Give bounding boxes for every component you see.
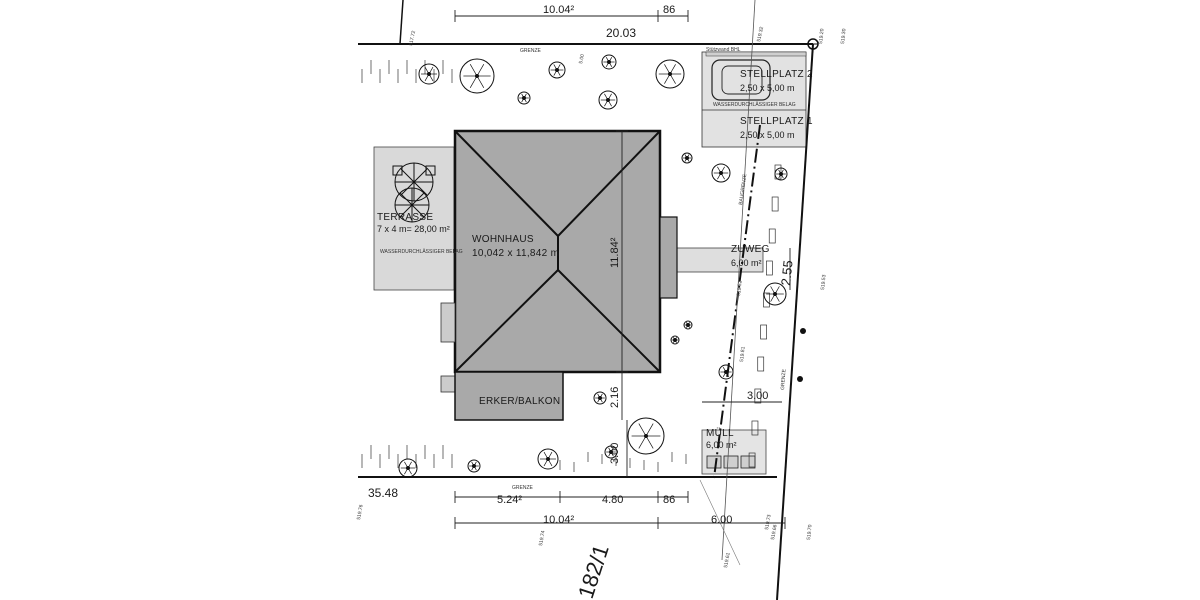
- survey-point: 519.61: [723, 552, 732, 568]
- tree-symbol: [670, 335, 680, 345]
- tree-symbol: [398, 458, 418, 478]
- survey-point: 519.66: [770, 524, 779, 540]
- shrub-bed: [763, 292, 770, 308]
- tree-symbol: [459, 58, 495, 94]
- terrace-surface: WASSERDURCHLÄSSIGER BELAG: [380, 248, 463, 255]
- shrub-bed: [757, 356, 765, 372]
- house-size: 10,042 x 11,842 m: [472, 248, 559, 259]
- boundary-label-top: GRENZE: [520, 48, 542, 54]
- dim-bottom-b: 4.80: [602, 494, 623, 506]
- survey-point: 519.70: [806, 524, 814, 540]
- dim-right-255: 2.55: [778, 260, 796, 287]
- shrub-bed: [768, 228, 776, 244]
- parking-2-size: 2,50 x 5,00 m: [740, 83, 795, 93]
- survey-point: 519.32: [756, 26, 765, 42]
- tree-symbol: [593, 391, 607, 405]
- survey-point: 519.30: [840, 28, 848, 44]
- erker-label: ERKER/BALKON: [479, 396, 560, 407]
- tree-symbol: [418, 63, 440, 85]
- dimension-lines: [454, 10, 791, 529]
- dim-bottom-e: 6.00: [711, 514, 732, 526]
- dim-bottom-a: 5.24²: [497, 494, 522, 506]
- tree-symbol: [601, 54, 617, 70]
- erker-balcony: [454, 371, 564, 421]
- shrub-bed: [751, 420, 759, 436]
- shrub-bed: [766, 260, 773, 276]
- access-path: [676, 247, 764, 273]
- tree-symbol: [774, 167, 788, 181]
- tree-symbol: [467, 459, 481, 473]
- dim-vert-216: 2.16: [609, 387, 621, 408]
- tree-symbol: [604, 445, 618, 459]
- hedge-texture: [361, 60, 782, 472]
- waste-size: 6,00 m²: [706, 440, 737, 450]
- tree-symbol: [655, 59, 685, 89]
- survey-point: 517.72: [408, 30, 417, 46]
- trees: [398, 54, 788, 478]
- dim-bottom-d: 10.04²: [543, 514, 575, 526]
- retaining-wall-label: Stützwand BHL: [706, 47, 741, 53]
- parcel-number: 182/1: [573, 541, 614, 600]
- dim-top-total: 20.03: [606, 26, 636, 40]
- survey-point: 519.52: [736, 280, 744, 296]
- house-roof: [440, 129, 678, 393]
- parking-area: [701, 51, 807, 148]
- terrace-name: TERRASSE: [377, 212, 433, 223]
- tree-symbol: [718, 364, 734, 380]
- dim-top-b: 86: [663, 4, 675, 16]
- parking-1-size: 2,50 x 5,00 m: [740, 130, 795, 140]
- terrace-size: 7 x 4 m= 28,00 m²: [377, 224, 450, 234]
- neighbor-line: [699, 0, 756, 566]
- dim-bottom-left-total: 35.48: [368, 486, 398, 500]
- tree-symbol: [548, 61, 566, 79]
- dim-house-height: 11.84²: [609, 237, 621, 268]
- survey-points: 517.72 5.00 519.32 519.20 519.30 519.53 …: [356, 26, 848, 568]
- dim-bottom-c: 86: [663, 494, 675, 506]
- parking-1-name: STELLPLATZ 1: [740, 116, 813, 127]
- shrub-bed: [760, 324, 767, 340]
- survey-point: 519.73: [764, 514, 773, 530]
- tree-symbol: [537, 448, 559, 470]
- parking-2-name: STELLPLATZ 2: [740, 69, 813, 80]
- dim-vert-300: 3.00: [609, 443, 621, 464]
- shrub-bed: [748, 452, 756, 468]
- tree-symbol: [627, 417, 665, 455]
- building-line-label: BAUGRENZE: [738, 173, 748, 205]
- survey-point: 519.20: [818, 28, 826, 44]
- tree-symbol: [763, 282, 787, 306]
- tree-symbol: [681, 152, 693, 164]
- dim-right-300: 3.00: [747, 390, 768, 402]
- survey-point: 519.81: [739, 346, 747, 362]
- survey-point: 519.53: [820, 274, 828, 290]
- property-boundary: [358, 0, 819, 600]
- waste-name: MÜLL: [706, 427, 734, 439]
- shrub-bed: [771, 196, 779, 212]
- survey-point: 5.00: [578, 53, 586, 64]
- tree-symbol: [517, 91, 531, 105]
- house-name: WOHNHAUS: [472, 234, 534, 245]
- tree-symbol: [711, 163, 731, 183]
- parking-2-surface: WASSERDURCHLÄSSIGER BELAG: [713, 101, 796, 108]
- patio-umbrella: [392, 162, 436, 223]
- boundary-label-right: GRENZE: [780, 368, 787, 390]
- path-name: ZUWEG: [731, 244, 770, 255]
- boundary-label-bottom: GRENZE: [512, 485, 534, 491]
- survey-point: 519.76: [356, 504, 365, 520]
- tree-symbol: [598, 90, 618, 110]
- shrub-bed: [754, 388, 762, 404]
- path-size: 6,00 m²: [731, 258, 762, 268]
- boundary-markers: [797, 328, 806, 382]
- dim-top-a: 10.04²: [543, 4, 575, 16]
- survey-point: 519.74: [538, 530, 547, 546]
- tree-symbol: [683, 320, 693, 330]
